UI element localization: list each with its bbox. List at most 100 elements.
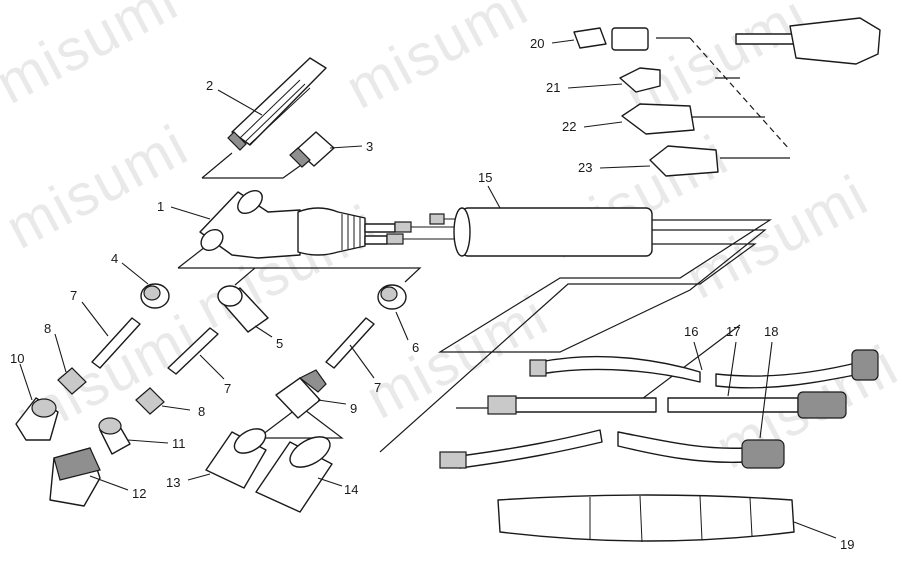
leader-16	[693, 341, 703, 371]
ring-4-inner	[143, 285, 161, 301]
hose-16-a	[539, 355, 701, 383]
leader-10	[19, 363, 33, 401]
cable-cover-15	[379, 207, 773, 453]
leader-17	[727, 341, 737, 397]
callout-10: 10	[10, 351, 24, 366]
collet-7a	[91, 317, 141, 369]
hose-17-fitting	[487, 395, 517, 415]
hose-16-fitting	[529, 359, 547, 377]
gas-hose-stub	[364, 223, 396, 233]
watermark-2: misumi	[0, 112, 199, 261]
switch-20-connector	[789, 17, 881, 65]
callout-15: 15	[478, 170, 492, 185]
torch-handle	[297, 207, 366, 256]
nozzle-13	[205, 428, 267, 489]
back-cap-short-thread	[289, 147, 311, 168]
switches	[619, 67, 719, 177]
leader-6	[395, 311, 409, 341]
leader-23	[599, 165, 651, 169]
callout-4: 4	[111, 251, 118, 266]
gas-lens-thread	[298, 369, 327, 393]
leader-2	[217, 89, 263, 116]
back-cap-short	[289, 131, 335, 168]
leader-18	[759, 341, 773, 439]
cover-sleeve	[461, 207, 653, 257]
collet-bodies	[57, 367, 165, 415]
leader-13	[187, 473, 211, 481]
insulator-ring-6	[377, 284, 407, 310]
leader-11	[127, 439, 169, 444]
callout-20: 20	[530, 36, 544, 51]
nozzle-14	[255, 436, 333, 513]
callout-19: 19	[840, 537, 854, 552]
nozzle-5	[217, 285, 269, 333]
callout-7c: 7	[374, 380, 381, 395]
leader-22	[583, 121, 623, 128]
switch-group-line	[689, 37, 791, 151]
switch-20	[573, 17, 881, 65]
sheath-ties	[589, 495, 753, 543]
callout-2: 2	[206, 78, 213, 93]
handle-ribs	[341, 214, 361, 250]
nozzle-12	[49, 447, 101, 507]
nozzle-10-bore	[31, 398, 57, 418]
callout-11: 11	[172, 436, 186, 451]
hose-18-nut	[741, 439, 785, 469]
callout-7a: 7	[70, 288, 77, 303]
leader-20	[551, 39, 575, 44]
hose-16-nut	[851, 349, 879, 381]
leader-12	[89, 475, 129, 491]
collet-7c	[325, 317, 375, 369]
leader-7	[81, 301, 375, 380]
collet-group-line	[177, 246, 422, 286]
hose-17-b	[667, 397, 799, 413]
watermark-3: misumi	[336, 0, 539, 121]
callout-9: 9	[350, 401, 357, 416]
hose-17-nut	[797, 391, 847, 419]
callout-23: 23	[578, 160, 592, 175]
collets	[91, 317, 375, 375]
switch-21	[619, 67, 661, 93]
leader-5	[254, 325, 273, 338]
switch-20-lever	[573, 27, 607, 49]
nozzle-10	[15, 397, 59, 441]
nozzle-5-end	[217, 285, 243, 307]
torch-body	[199, 189, 462, 259]
water-fitting	[386, 233, 404, 245]
gas-lens-9	[275, 369, 327, 419]
hoses	[439, 349, 879, 469]
ring-6-inner	[380, 286, 398, 302]
callout-18: 18	[764, 324, 778, 339]
upper-fitting	[429, 213, 445, 225]
grouping-lines	[177, 37, 791, 439]
callout-14: 14	[344, 482, 358, 497]
nozzle-11	[98, 417, 131, 455]
gas-fitting	[394, 221, 412, 233]
leader-1	[170, 206, 211, 220]
cover-sleeve-end	[453, 207, 471, 257]
insulator-ring-4	[140, 283, 170, 309]
switch-20-body	[611, 27, 649, 51]
torch-head-back	[237, 189, 263, 215]
callout-8a: 8	[44, 321, 51, 336]
callout-labels: 1 2 3 4 5 6 7 7 7 8 8 9 10 11 12 13 14 1…	[10, 36, 854, 552]
callout-1: 1	[157, 199, 164, 214]
callout-8b: 8	[198, 404, 205, 419]
callout-5: 5	[276, 336, 283, 351]
callout-12: 12	[132, 486, 146, 501]
torch-head-front	[200, 228, 224, 252]
callout-3: 3	[366, 139, 373, 154]
leader-lines	[19, 39, 837, 539]
nozzle-12-thread	[53, 447, 101, 481]
hose-17-a	[497, 397, 657, 413]
sheath-body	[497, 494, 795, 542]
collet-body-8b	[135, 387, 165, 415]
callout-6: 6	[412, 340, 419, 355]
back-cap-long	[227, 57, 327, 151]
callout-7b: 7	[224, 381, 231, 396]
switch-22	[621, 103, 695, 135]
leader-21	[567, 83, 623, 89]
nozzle-13-end	[233, 428, 267, 454]
hose-18-a	[459, 429, 603, 469]
collet-body-8a	[57, 367, 87, 395]
